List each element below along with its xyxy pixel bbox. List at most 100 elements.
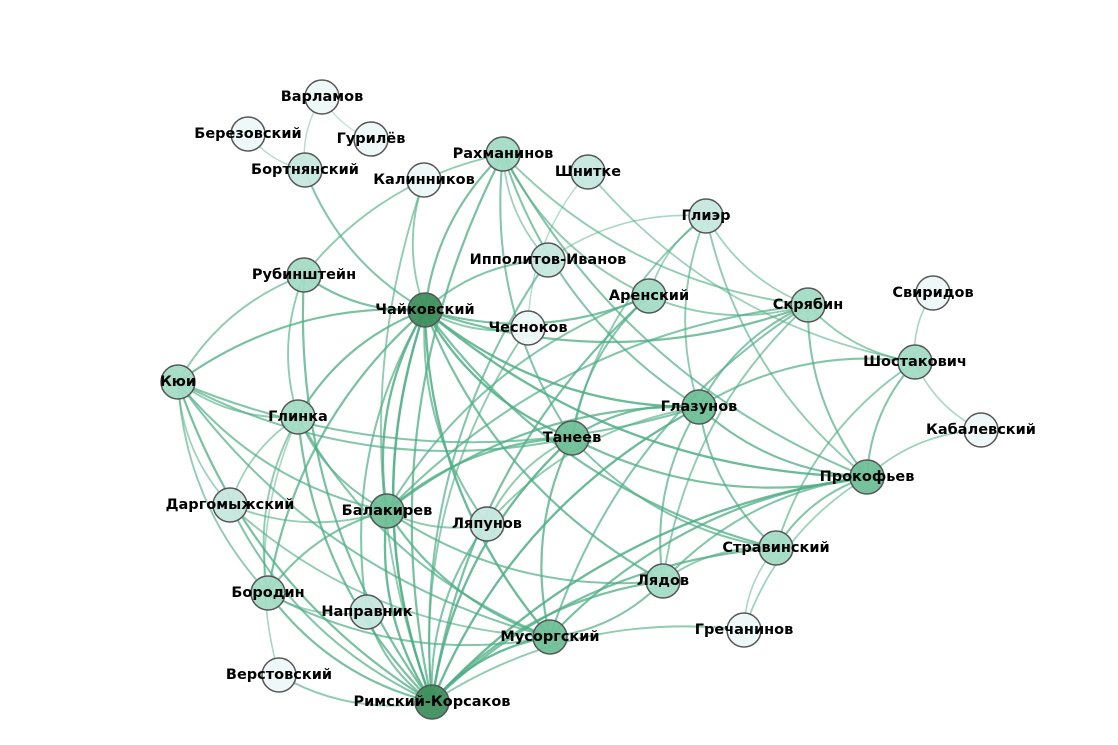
node-circle[interactable] [758, 530, 794, 566]
node[interactable]: Бортнянский [251, 152, 359, 188]
node-circle[interactable] [261, 657, 297, 693]
node[interactable]: Рубинштейн [252, 257, 356, 293]
node-circle[interactable] [250, 575, 286, 611]
node-label: Рубинштейн [252, 267, 356, 283]
node[interactable]: Верстовский [226, 657, 332, 693]
node-circle[interactable] [726, 612, 762, 648]
node[interactable]: Кабалевский [926, 412, 1036, 448]
edge [705, 215, 809, 306]
edge [411, 179, 426, 311]
node[interactable]: Березовский [194, 116, 302, 152]
edge [287, 274, 305, 418]
node-circle[interactable] [230, 116, 266, 152]
edge [177, 381, 551, 638]
node-label: Кюи [160, 374, 196, 390]
node[interactable]: Прокофьев [820, 459, 915, 495]
node[interactable]: Бородин [231, 575, 305, 611]
node-circle[interactable] [349, 594, 385, 630]
node[interactable]: Глинка [268, 399, 328, 435]
node[interactable]: Направник [321, 594, 413, 630]
node[interactable]: Римский-Корсаков [354, 684, 511, 720]
edges-layer [176, 96, 982, 707]
edge [659, 406, 700, 582]
node[interactable]: Балакирев [342, 493, 433, 529]
node[interactable]: Варламов [281, 79, 364, 115]
node-circle[interactable] [688, 198, 724, 234]
node-label: Глазунов [661, 399, 738, 415]
edge [430, 405, 700, 703]
node-circle[interactable] [160, 364, 196, 400]
node-circle[interactable] [645, 563, 681, 599]
node[interactable]: Стравинский [722, 530, 830, 566]
node-circle[interactable] [897, 344, 933, 380]
node[interactable]: Даргомыжский [166, 487, 295, 523]
node-circle[interactable] [369, 493, 405, 529]
node-circle[interactable] [286, 257, 322, 293]
edge [267, 592, 551, 647]
node-circle[interactable] [287, 152, 323, 188]
edge [424, 309, 868, 479]
node-circle[interactable] [406, 162, 442, 198]
node[interactable]: Глазунов [661, 389, 738, 425]
edge [698, 406, 868, 479]
node[interactable]: Гречанинов [695, 612, 794, 648]
node-circle[interactable] [849, 459, 885, 495]
node-circle[interactable] [212, 487, 248, 523]
node[interactable]: Калинников [373, 162, 475, 198]
node-circle[interactable] [414, 684, 450, 720]
node[interactable]: Мусоргский [500, 619, 600, 655]
edge [177, 381, 700, 444]
edge [177, 381, 573, 452]
node-circle[interactable] [963, 412, 999, 448]
node-label: Глиэр [682, 208, 731, 224]
node-circle[interactable] [407, 292, 443, 328]
node[interactable]: Гурилёв [337, 121, 406, 157]
node-label: Чайковский [375, 302, 474, 318]
node-circle[interactable] [631, 278, 667, 314]
node[interactable]: Шнитке [555, 154, 621, 190]
node[interactable]: Рахманинов [453, 136, 554, 172]
node-circle[interactable] [304, 79, 340, 115]
node-label: Прокофьев [820, 469, 915, 485]
node-circle[interactable] [681, 389, 717, 425]
node[interactable]: Аренский [609, 278, 689, 314]
node-circle[interactable] [554, 420, 590, 456]
edge [278, 674, 433, 707]
node[interactable]: Танеев [543, 420, 602, 456]
node-circle[interactable] [485, 136, 521, 172]
node-label: Балакирев [342, 503, 433, 519]
node[interactable]: Шостакович [863, 344, 967, 380]
node[interactable]: Скрябин [773, 287, 843, 323]
node[interactable]: Ляпунов [452, 506, 522, 542]
node-label: Свиридов [892, 285, 973, 301]
node-circle[interactable] [530, 242, 566, 278]
node[interactable]: Лядов [637, 563, 689, 599]
edge [662, 304, 809, 582]
node[interactable]: Кюи [160, 364, 196, 400]
node[interactable]: Глиэр [682, 198, 731, 234]
node[interactable]: Свиридов [892, 275, 974, 311]
node-label: Шостакович [863, 354, 967, 370]
edge [386, 510, 664, 585]
node-circle[interactable] [280, 399, 316, 435]
edge [502, 153, 868, 478]
node[interactable]: Чайковский [375, 292, 475, 328]
edge [297, 416, 551, 638]
node-label: Римский-Корсаков [354, 694, 511, 710]
node-circle[interactable] [915, 275, 951, 311]
node-circle[interactable] [469, 506, 505, 542]
node-circle[interactable] [532, 619, 568, 655]
node-label: Лядов [637, 573, 689, 589]
node-label: Калинников [373, 172, 475, 188]
node-label: Рахманинов [453, 146, 554, 162]
edge [296, 416, 433, 703]
node-label: Чесноков [488, 320, 567, 336]
node[interactable]: Ипполитов-Иванов [470, 242, 627, 278]
node-circle[interactable] [790, 287, 826, 323]
node-circle[interactable] [353, 121, 389, 157]
node-circle[interactable] [570, 154, 606, 190]
edge [698, 304, 809, 408]
node[interactable]: Чесноков [488, 310, 568, 346]
node-circle[interactable] [510, 310, 546, 346]
